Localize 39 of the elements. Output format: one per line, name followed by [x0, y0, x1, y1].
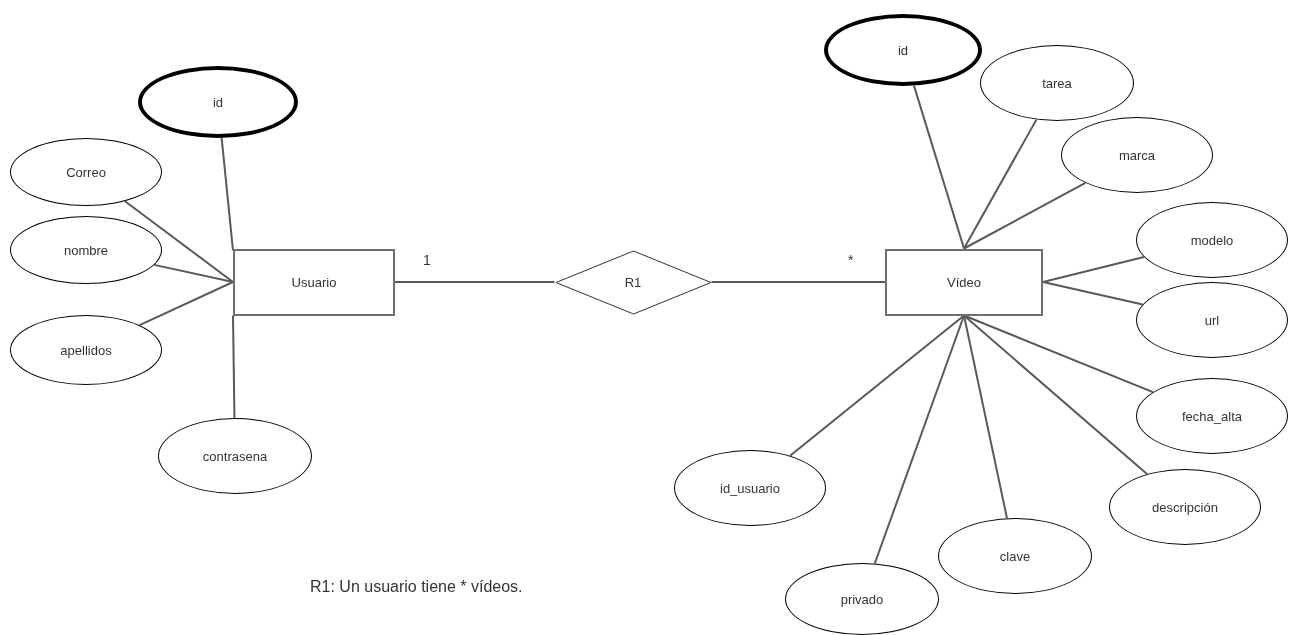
attribute-name: marca — [1118, 147, 1156, 163]
cardinality-label: 1 — [423, 252, 431, 268]
attribute-name: tarea — [1042, 75, 1072, 91]
connector-line — [138, 281, 234, 327]
connector-line — [963, 314, 1148, 476]
entity-box — [233, 248, 395, 316]
entity-name: Usuario — [291, 274, 337, 290]
entity-name: Vídeo — [947, 274, 981, 290]
attribute-name: apellidos — [60, 342, 112, 358]
connector-line — [153, 263, 234, 283]
attribute-name: contrasena — [202, 448, 268, 464]
connector-line — [963, 181, 1087, 250]
attribute-name: id — [897, 42, 909, 58]
attribute-name: Correo — [66, 164, 106, 180]
attribute-name: fecha_alta — [1182, 408, 1242, 424]
connector-line — [124, 200, 234, 283]
note-text: R1: Un usuario tiene * vídeos. — [310, 578, 523, 596]
connector-line — [1042, 281, 1144, 306]
attribute-name: id — [212, 94, 224, 110]
connector-line — [220, 136, 234, 252]
relationship-diamond — [554, 249, 712, 315]
connector-line — [912, 84, 965, 250]
attribute-name: id_usuario — [720, 480, 780, 496]
cardinality-label: * — [848, 252, 854, 268]
attribute-name: url — [1204, 312, 1220, 328]
connector-line — [963, 314, 1008, 520]
attribute-name: modelo — [1190, 232, 1234, 248]
relationship-name: R1 — [624, 274, 642, 290]
attribute-name: privado — [840, 591, 884, 607]
attribute-name: clave — [999, 548, 1031, 564]
attribute-name: descripción — [1152, 499, 1218, 515]
connector-line — [394, 281, 556, 283]
connector-line — [789, 314, 965, 457]
connector-line — [1042, 255, 1145, 283]
connector-line — [873, 314, 965, 565]
entity-box — [885, 248, 1043, 316]
connector-line — [710, 281, 886, 283]
connector-line — [232, 314, 236, 419]
attribute-name: nombre — [63, 242, 109, 258]
